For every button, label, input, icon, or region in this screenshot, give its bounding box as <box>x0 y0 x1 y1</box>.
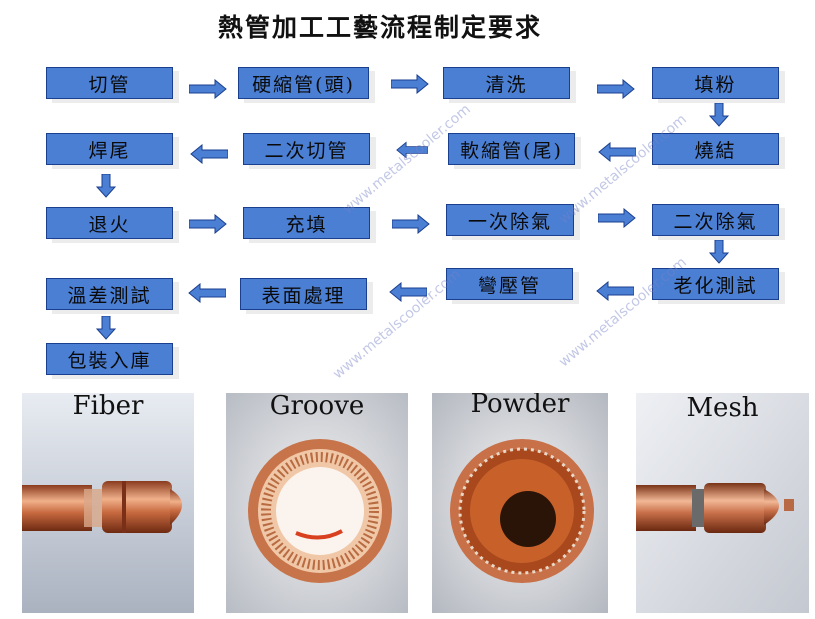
label-groove: Groove <box>269 393 365 421</box>
step-second-degas: 二次除氣 <box>652 204 779 236</box>
page-title: 熱管加工工藝流程制定要求 <box>217 13 542 42</box>
step-clean: 清洗 <box>443 67 570 99</box>
step-anneal: 退火 <box>46 207 173 239</box>
arrow-down-icon <box>709 103 729 127</box>
arrow-left-icon <box>598 142 636 162</box>
step-charge: 充填 <box>243 207 370 239</box>
arrow-down-icon <box>96 174 116 198</box>
arrow-right-icon <box>598 208 636 228</box>
arrow-down-icon <box>96 316 116 340</box>
arrow-right-icon <box>391 74 429 94</box>
step-soft-shrink-tail: 軟縮管(尾) <box>448 133 575 165</box>
arrow-right-icon <box>189 79 227 99</box>
photo-powder: Powder <box>432 393 608 613</box>
step-fill-powder: 填粉 <box>652 67 779 99</box>
arrow-left-icon <box>190 144 228 164</box>
arrow-left-icon <box>596 281 634 301</box>
arrow-right-icon <box>189 214 227 234</box>
step-first-degas: 一次除氣 <box>446 204 574 236</box>
label-fiber: Fiber <box>72 393 144 421</box>
step-bend-press: 彎壓管 <box>446 268 573 300</box>
arrow-down-icon <box>709 240 729 264</box>
label-mesh: Mesh <box>686 393 759 423</box>
label-powder: Powder <box>470 393 570 419</box>
photo-mesh: Mesh <box>636 393 809 613</box>
step-hard-shrink-head: 硬縮管(頭) <box>238 67 369 99</box>
step-cut-tube: 切管 <box>46 67 173 99</box>
step-temp-diff-test: 溫差測試 <box>46 278 173 310</box>
photo-fiber: Fiber <box>22 393 194 613</box>
step-aging-test: 老化測試 <box>652 268 779 300</box>
photo-groove: Groove <box>226 393 408 613</box>
arrow-left-icon <box>188 283 226 303</box>
step-package-storage: 包裝入庫 <box>46 343 173 375</box>
step-weld-tail: 焊尾 <box>46 133 173 165</box>
arrow-right-icon <box>597 79 635 99</box>
arrow-right-icon <box>392 214 430 234</box>
step-sinter: 燒結 <box>652 133 779 165</box>
step-surface-treatment: 表面處理 <box>240 278 367 310</box>
arrow-left-icon <box>389 282 427 302</box>
arrow-left-icon <box>396 140 428 160</box>
step-second-cut: 二次切管 <box>243 133 370 165</box>
